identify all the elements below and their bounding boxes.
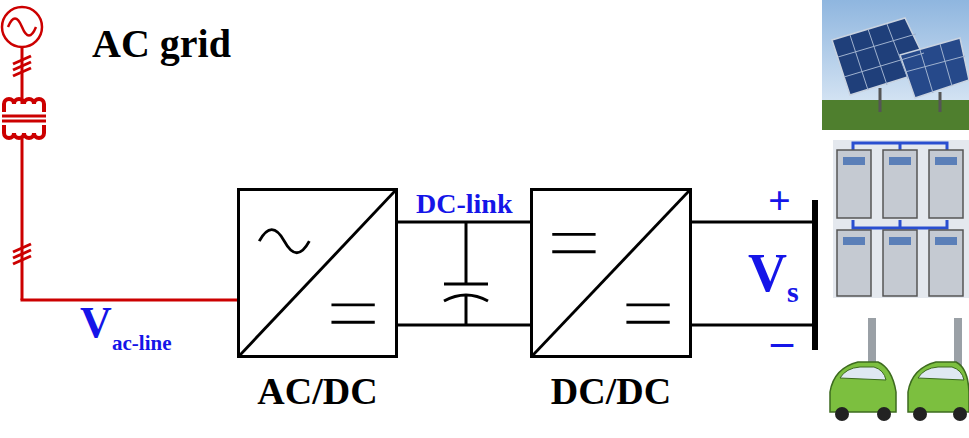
converter-box: DC/DC — [530, 188, 692, 358]
solar-panel-picture — [822, 0, 969, 130]
voltage-subscript: s — [787, 277, 799, 307]
grid-label: AC grid — [92, 24, 231, 64]
ac-source-symbol — [2, 7, 42, 47]
voltage-symbol: V — [80, 301, 112, 345]
voltage-subscript: ac-line — [112, 333, 171, 354]
dc-link-wire — [398, 221, 530, 224]
converter-symbol — [240, 191, 395, 355]
converter-label: DC/DC — [493, 372, 729, 410]
grid-line — [2, 47, 237, 300]
dc-link-wire — [398, 324, 530, 327]
converter-symbol — [533, 191, 689, 355]
electric-vehicle-picture — [826, 305, 969, 438]
polarity-minus: – — [771, 320, 793, 364]
dc-link-capacitor — [444, 222, 488, 325]
output-wires — [692, 200, 818, 350]
voltage-symbol: V — [748, 246, 787, 300]
converter-label: AC/DC — [200, 372, 435, 410]
polarity-plus: + — [768, 181, 791, 221]
edge-label: DC-link — [416, 190, 512, 218]
converter-box: AC/DC — [237, 188, 398, 358]
battery-bank-picture — [833, 140, 969, 298]
